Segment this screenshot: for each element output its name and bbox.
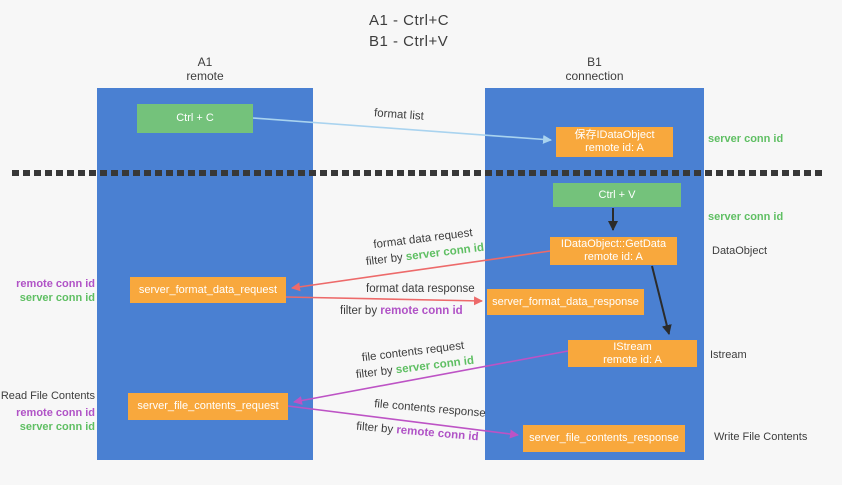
file-contents-request-arrow <box>293 350 569 405</box>
lifeline-b1-name: B1 <box>587 55 602 69</box>
istream-line2: remote id: A <box>603 353 662 366</box>
format-data-response-label: format data response <box>366 281 475 297</box>
save-dataobject-box: 保存IDataObject remote id: A <box>556 127 673 157</box>
format-list-label: format list <box>374 105 425 124</box>
server-conn-id-annotation-left-top: server conn id <box>19 292 95 304</box>
format-data-response-filter: filter by remote conn id <box>340 303 463 319</box>
filter-by-text: filter by <box>355 364 397 382</box>
ctrl-c-box: Ctrl + C <box>137 104 253 133</box>
lifeline-header-b1: B1 connection <box>485 55 704 83</box>
ctrl-v-label: Ctrl + V <box>598 188 636 201</box>
server-format-data-request-label: server_format_data_request <box>138 283 278 296</box>
server-format-data-response-box: server_format_data_response <box>487 289 644 315</box>
istream-annotation: Istream <box>710 349 747 361</box>
diagram-title: A1 - Ctrl+C B1 - Ctrl+V <box>369 10 449 52</box>
server-file-contents-request-label: server_file_contents_request <box>137 400 279 412</box>
diagram-title-line2: B1 - Ctrl+V <box>369 33 449 50</box>
format-list-arrow <box>252 117 552 144</box>
istream-line1: IStream <box>613 340 652 353</box>
lifeline-header-a1: A1 remote <box>97 55 313 83</box>
server-file-contents-request-box: server_file_contents_request <box>128 393 288 420</box>
getdata-line2: remote id: A <box>584 251 643 263</box>
dotted-separator-line <box>12 170 823 176</box>
remote-conn-id-annotation-left-top: remote conn id <box>16 278 95 290</box>
server-format-data-request-box: server_format_data_request <box>130 277 286 303</box>
ctrl-c-label: Ctrl + C <box>176 112 214 124</box>
remote-conn-id-key: remote conn id <box>380 305 463 317</box>
save-dataobject-line2: remote id: A <box>585 142 644 154</box>
diagram-title-line1: A1 - Ctrl+C <box>369 12 450 29</box>
format-list-text: format list <box>373 107 425 123</box>
save-dataobject-line1: 保存IDataObject <box>574 129 655 141</box>
format-data-response-text: format data response <box>366 283 475 295</box>
filter-by-text: filter by <box>355 420 397 437</box>
lifeline-b1-role: connection <box>565 69 624 83</box>
read-file-contents-annotation: Read File Contents <box>0 390 95 402</box>
lifeline-a1-role: remote <box>186 69 224 83</box>
server-conn-id-annotation-top: server conn id <box>708 133 784 145</box>
getdata-box: IDataObject::GetData remote id: A <box>550 237 677 265</box>
filter-by-text: filter by <box>340 305 381 317</box>
istream-box: IStream remote id: A <box>568 340 697 367</box>
getdata-to-istream-arrow <box>651 265 672 335</box>
write-file-contents-annotation: Write File Contents <box>714 431 808 443</box>
server-conn-id-annotation-mid: server conn id <box>708 211 784 223</box>
filter-by-text: filter by <box>365 251 407 269</box>
format-data-response-arrow <box>285 296 483 306</box>
file-contents-response-arrow <box>287 405 519 439</box>
server-format-data-response-label: server_format_data_response <box>492 295 639 308</box>
lifeline-a1-name: A1 <box>197 55 213 69</box>
server-file-contents-response-label: server_file_contents_response <box>529 432 679 444</box>
getdata-line1: IDataObject::GetData <box>560 238 667 250</box>
format-data-request-arrow <box>291 250 551 292</box>
remote-conn-id-annotation-left-bottom: remote conn id <box>16 407 95 419</box>
dataobject-annotation: DataObject <box>712 245 768 257</box>
ctrl-v-box: Ctrl + V <box>553 183 681 207</box>
server-file-contents-response-box: server_file_contents_response <box>523 425 685 452</box>
server-conn-id-annotation-left-bottom: server conn id <box>19 421 95 433</box>
